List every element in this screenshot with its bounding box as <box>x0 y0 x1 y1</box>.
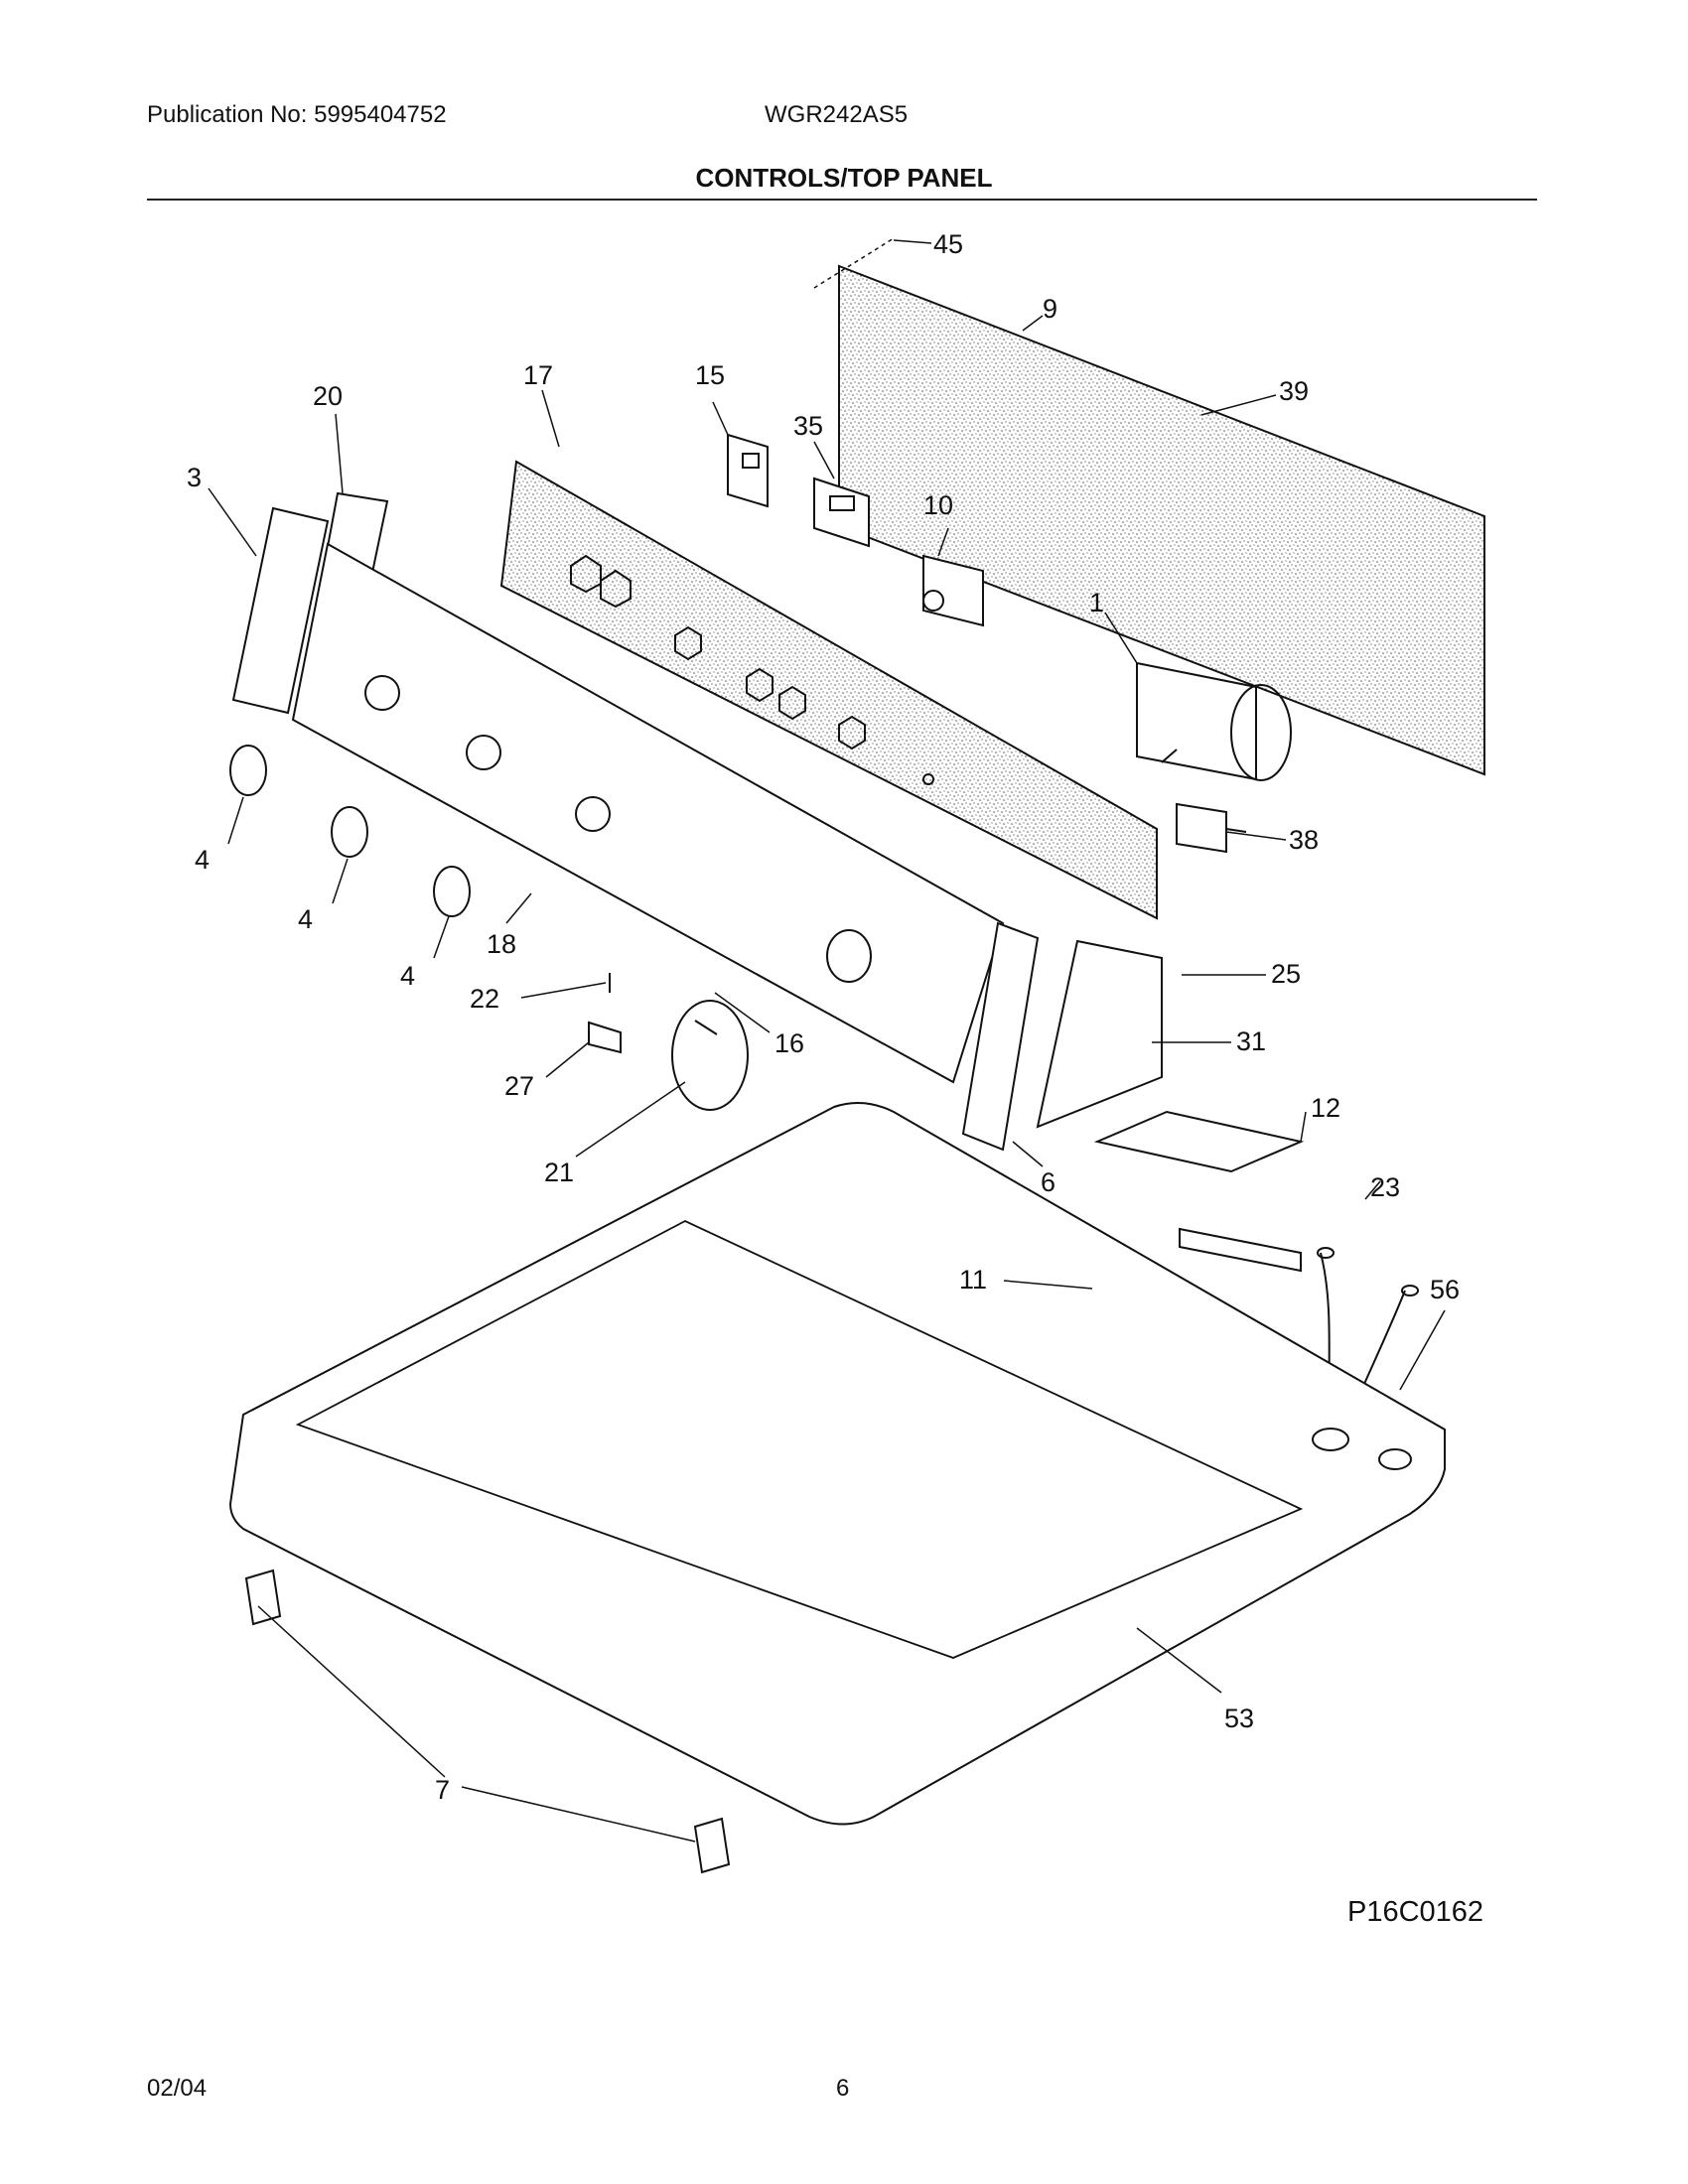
knob <box>331 806 368 858</box>
header-rule <box>147 199 1537 201</box>
board-bracket <box>1179 1227 1302 1273</box>
leader-lines <box>208 239 1446 1843</box>
control-board <box>1093 1110 1305 1173</box>
callout-7: 7 <box>435 1775 450 1805</box>
callout-35: 35 <box>793 411 823 441</box>
clip-27 <box>588 1021 622 1054</box>
callout-27: 27 <box>504 1071 534 1101</box>
rear-shield-panel <box>813 237 1485 776</box>
callout-20: 20 <box>313 381 343 411</box>
callout-15: 15 <box>695 360 725 390</box>
callout-1: 1 <box>1089 588 1104 617</box>
foot <box>244 1569 282 1626</box>
callout-21: 21 <box>544 1158 574 1187</box>
console-front <box>291 542 1005 1084</box>
callout-6: 6 <box>1041 1167 1055 1197</box>
right-end-cap <box>1036 939 1163 1129</box>
switch-35 <box>813 477 870 548</box>
callout-38: 38 <box>1289 825 1319 855</box>
callout-3: 3 <box>187 463 202 492</box>
callout-22: 22 <box>470 984 499 1014</box>
callout-11: 11 <box>959 1265 987 1295</box>
callout-4: 4 <box>298 904 313 934</box>
callout-25: 25 <box>1271 959 1301 989</box>
knob <box>433 866 471 917</box>
left-end-cap <box>231 506 330 715</box>
callout-18: 18 <box>487 929 516 959</box>
callout-23: 23 <box>1370 1172 1400 1202</box>
footer-date: 02/04 <box>147 2075 208 2102</box>
page-title: CONTROLS/TOP PANEL <box>695 163 993 193</box>
callout-9: 9 <box>1043 294 1057 324</box>
callout-17: 17 <box>523 360 553 390</box>
right-end-trim <box>961 921 1040 1152</box>
callout-39: 39 <box>1279 376 1309 406</box>
callout-16: 16 <box>774 1028 804 1058</box>
callout-53: 53 <box>1224 1704 1254 1733</box>
top-cover <box>228 1102 1446 1826</box>
callout-10: 10 <box>923 490 953 520</box>
callout-45: 45 <box>933 229 963 259</box>
callout-12: 12 <box>1311 1093 1340 1123</box>
callout-4: 4 <box>400 961 415 991</box>
timer-dial <box>671 1000 749 1111</box>
switch-15 <box>727 433 769 508</box>
switch-10 <box>922 554 984 627</box>
knob <box>229 745 267 796</box>
thermostat <box>1176 802 1247 854</box>
callout-31: 31 <box>1236 1026 1266 1056</box>
page-number: 6 <box>836 2075 850 2102</box>
control-panel-backing <box>499 460 1158 920</box>
timer <box>1136 661 1292 781</box>
callout-4: 4 <box>195 845 210 875</box>
publication-number: Publication No: 5995404752 <box>147 101 447 128</box>
model-number: WGR242AS5 <box>765 101 909 128</box>
foot <box>693 1817 731 1874</box>
figure-code: P16C0162 <box>1347 1896 1484 1928</box>
callout-56: 56 <box>1430 1275 1460 1304</box>
